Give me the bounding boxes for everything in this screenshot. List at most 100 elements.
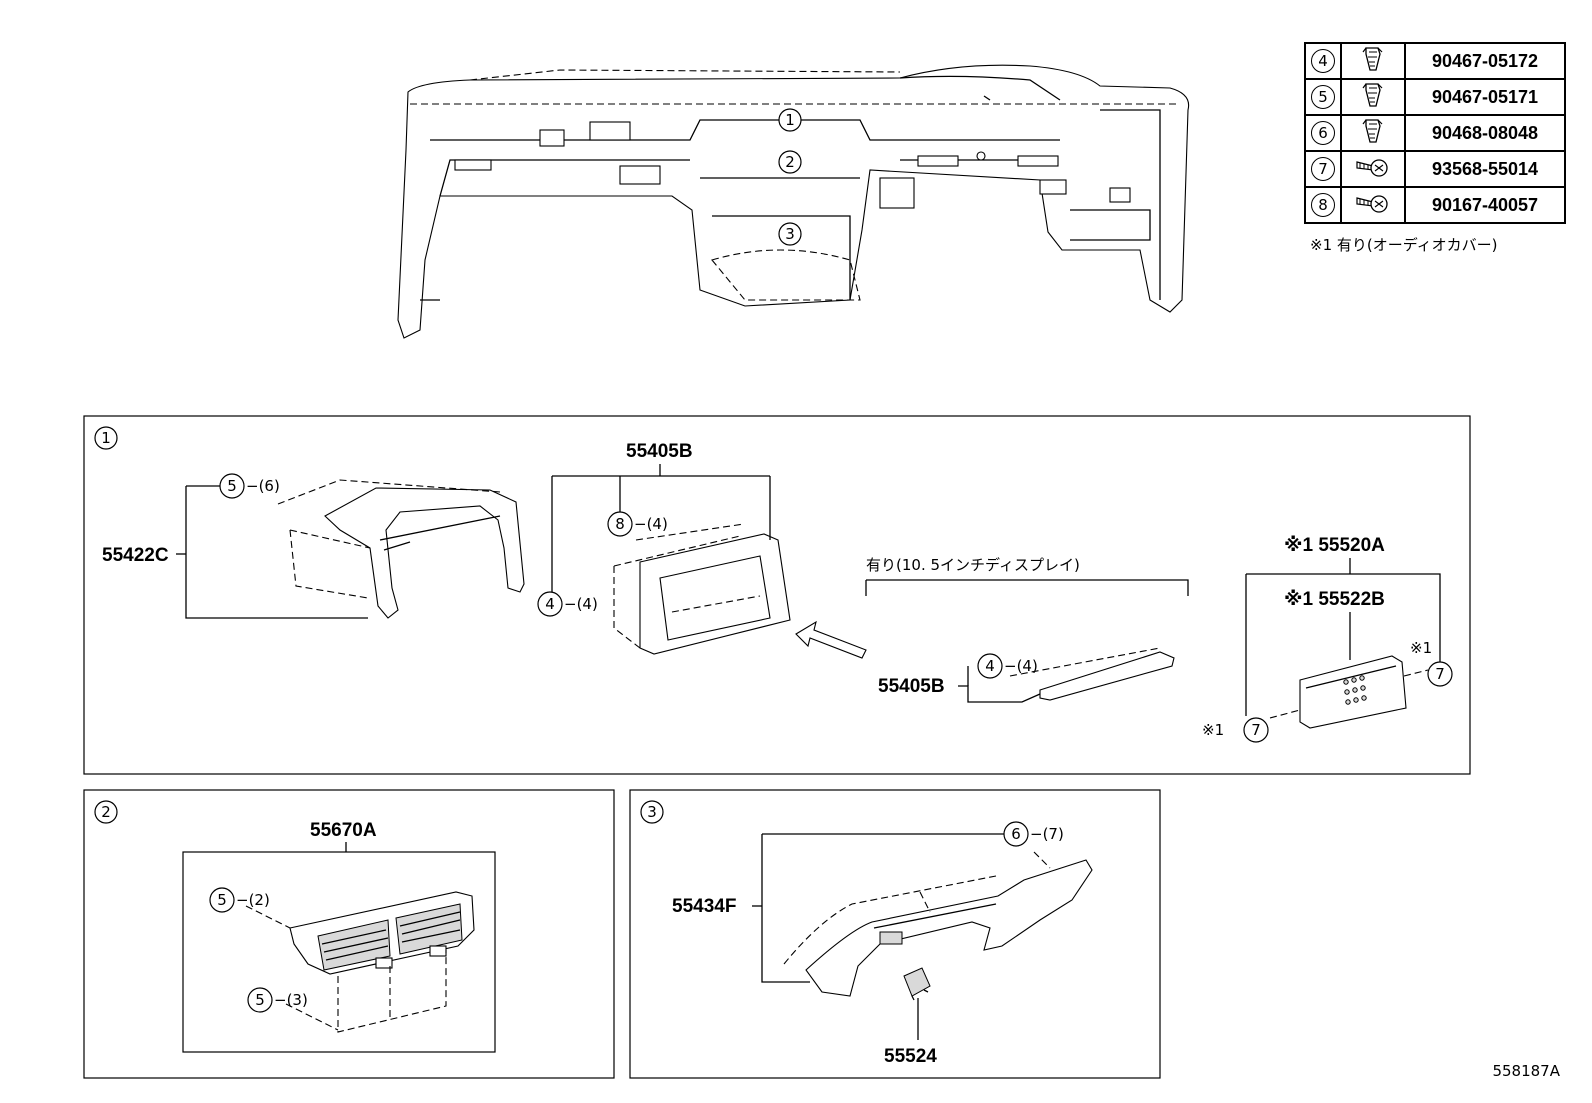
fastener-row: 8 90167-40057 bbox=[1304, 186, 1566, 224]
fastener-ref: 5 bbox=[1304, 78, 1342, 116]
part-number-55524[interactable]: 55524 bbox=[884, 1046, 937, 1067]
part-55524-clip bbox=[903, 967, 931, 1001]
ref-circle: 5 bbox=[1311, 85, 1335, 109]
clip-icon bbox=[1340, 78, 1406, 116]
part-number-55520A[interactable]: ※1 55520A bbox=[1284, 535, 1385, 556]
clip-icon bbox=[1340, 42, 1406, 80]
leader-line bbox=[185, 486, 368, 619]
ref-circle: 7 bbox=[1311, 157, 1335, 181]
part-55434F-lower-panel bbox=[783, 851, 1093, 997]
svg-text:3: 3 bbox=[785, 225, 795, 243]
svg-text:4: 4 bbox=[985, 657, 995, 675]
svg-text:−(7): −(7) bbox=[1030, 825, 1064, 843]
svg-text:−(6): −(6) bbox=[246, 477, 280, 495]
svg-text:※1: ※1 bbox=[1202, 721, 1224, 739]
fastener-ref: 4 bbox=[1304, 42, 1342, 80]
fastener-callout-8[interactable]: 8 −(4) bbox=[607, 511, 668, 537]
detail-panel-1 bbox=[83, 415, 1471, 775]
leader-line bbox=[761, 834, 810, 983]
leader-line bbox=[958, 685, 1041, 703]
svg-text:1: 1 bbox=[101, 429, 111, 447]
cover-dot-grid bbox=[1343, 675, 1367, 705]
part-55422C-panel bbox=[277, 479, 525, 619]
fastener-ref: 6 bbox=[1304, 114, 1342, 152]
fastener-part-number[interactable]: 90167-40057 bbox=[1404, 186, 1566, 224]
detail-panel-3 bbox=[629, 789, 1161, 1079]
overview-callout-3: 3 bbox=[778, 222, 802, 246]
part-number-55405B[interactable]: 55405B bbox=[626, 441, 693, 462]
fastener-part-number[interactable]: 90467-05172 bbox=[1404, 42, 1566, 80]
part-55405B-trim bbox=[1009, 647, 1175, 701]
overview-callout-1: 1 bbox=[778, 108, 802, 132]
part-number-55405B-lower[interactable]: 55405B bbox=[878, 676, 945, 697]
svg-text:2: 2 bbox=[785, 153, 795, 171]
fastener-row: 6 90468-08048 bbox=[1304, 114, 1566, 152]
fastener-part-number[interactable]: 93568-55014 bbox=[1404, 150, 1566, 188]
fastener-row: 5 90467-05171 bbox=[1304, 78, 1566, 116]
panel-3-index: 3 bbox=[640, 800, 664, 824]
svg-text:3: 3 bbox=[647, 803, 657, 821]
sub-assembly-frame bbox=[182, 851, 496, 1053]
fastener-ref: 8 bbox=[1304, 186, 1342, 224]
part-55670A-center-vent bbox=[289, 891, 475, 975]
option-label: 有り(10. 5インチディスプレイ) bbox=[866, 556, 1080, 574]
part-number-55434F[interactable]: 55434F bbox=[672, 896, 736, 917]
part-number-55422C[interactable]: 55422C bbox=[102, 545, 169, 566]
fastener-callout-5b[interactable]: 5 −(3) bbox=[247, 987, 308, 1013]
svg-text:1: 1 bbox=[785, 111, 795, 129]
dashed-guide bbox=[245, 905, 291, 929]
detail-panel-2 bbox=[83, 789, 615, 1079]
svg-text:4: 4 bbox=[545, 595, 555, 613]
svg-text:5: 5 bbox=[255, 991, 265, 1009]
fastener-callout-4b[interactable]: 4 −(4) bbox=[977, 653, 1038, 679]
fastener-table: 4 90467-05172 5 90467-05171 6 90468-08048 7 935… bbox=[1304, 42, 1566, 255]
svg-text:※1: ※1 bbox=[1410, 639, 1432, 657]
fastener-callout-7-left[interactable]: ※1 7 bbox=[1202, 717, 1269, 743]
overview-callout-2: 2 bbox=[778, 150, 802, 174]
audio-cover-note: ※1 有り(オーディオカバー) bbox=[1310, 236, 1498, 254]
ref-circle: 6 bbox=[1311, 121, 1335, 145]
fastener-part-number[interactable]: 90467-05171 bbox=[1404, 78, 1566, 116]
fastener-callout-5[interactable]: 5 −(6) bbox=[219, 473, 280, 499]
fastener-part-number[interactable]: 90468-08048 bbox=[1404, 114, 1566, 152]
leader-line bbox=[1246, 573, 1441, 664]
fastener-ref: 7 bbox=[1304, 150, 1342, 188]
svg-text:6: 6 bbox=[1011, 825, 1021, 843]
svg-text:8: 8 bbox=[615, 515, 625, 533]
fastener-row: 4 90467-05172 bbox=[1304, 42, 1566, 80]
svg-text:−(3): −(3) bbox=[274, 991, 308, 1009]
svg-text:−(2): −(2) bbox=[236, 891, 270, 909]
part-55405B-bezel bbox=[613, 523, 791, 655]
dashed-guide bbox=[1403, 669, 1429, 677]
part-55520A-audio-cover bbox=[1299, 655, 1407, 729]
ref-circle: 4 bbox=[1311, 49, 1335, 73]
fastener-callout-6[interactable]: 6 −(7) bbox=[1003, 821, 1064, 847]
svg-text:7: 7 bbox=[1435, 665, 1445, 683]
svg-text:2: 2 bbox=[101, 803, 111, 821]
direction-arrow-icon bbox=[795, 620, 867, 659]
illustration-id: 558187A bbox=[1492, 1062, 1560, 1080]
instrument-panel-overview bbox=[397, 64, 1190, 339]
clip-icon bbox=[1340, 114, 1406, 152]
dashed-guide bbox=[337, 950, 447, 1033]
svg-text:5: 5 bbox=[227, 477, 237, 495]
screw-icon bbox=[1340, 186, 1406, 224]
fastener-callout-7-right[interactable]: ※1 7 bbox=[1410, 639, 1453, 687]
svg-text:−(4): −(4) bbox=[1004, 657, 1038, 675]
panel-1-index: 1 bbox=[94, 426, 118, 450]
fastener-row: 7 93568-55014 bbox=[1304, 150, 1566, 188]
part-number-55670A[interactable]: 55670A bbox=[310, 820, 377, 841]
part-number-55522B[interactable]: ※1 55522B bbox=[1284, 589, 1385, 610]
svg-text:7: 7 bbox=[1251, 721, 1261, 739]
fastener-callout-5a[interactable]: 5 −(2) bbox=[209, 887, 270, 913]
dashed-guide bbox=[285, 1003, 339, 1031]
fastener-callout-4[interactable]: 4 −(4) bbox=[537, 591, 598, 617]
svg-text:5: 5 bbox=[217, 891, 227, 909]
svg-text:−(4): −(4) bbox=[634, 515, 668, 533]
ref-circle: 8 bbox=[1311, 193, 1335, 217]
dashed-guide bbox=[1269, 709, 1301, 719]
panel-2-index: 2 bbox=[94, 800, 118, 824]
screw-icon bbox=[1340, 150, 1406, 188]
